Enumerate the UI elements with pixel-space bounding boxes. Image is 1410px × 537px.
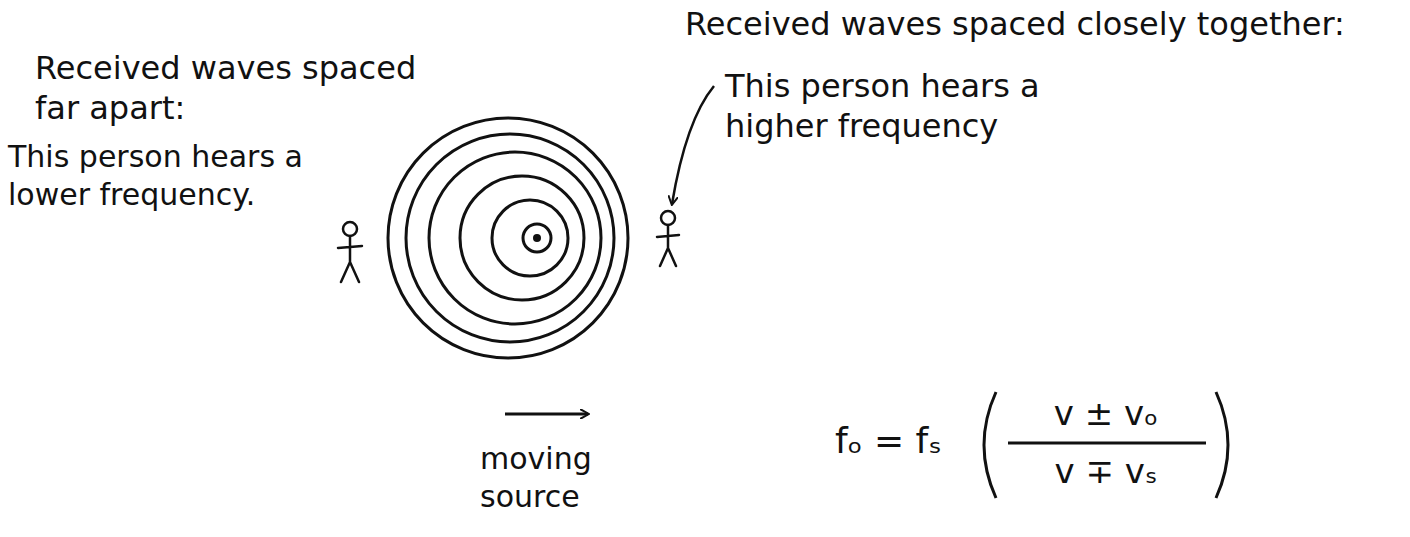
motion-arrow	[505, 413, 588, 416]
formula-denominator: v ∓ vₛ	[1000, 450, 1212, 493]
wave-front	[523, 224, 551, 252]
wave-front	[460, 176, 584, 300]
wave-front	[388, 118, 628, 358]
formula-text: fₒ = fₛ	[835, 418, 975, 463]
stick-figure	[338, 222, 362, 282]
note-text: This person hears a lower frequency.	[8, 138, 323, 213]
parenthesis	[1216, 392, 1228, 498]
wave-front	[492, 200, 568, 276]
formula-numerator: v ± vₒ	[1000, 392, 1212, 435]
stick-figure	[657, 211, 679, 266]
fraction-bar	[1008, 442, 1206, 445]
wave-front	[429, 152, 601, 324]
source-dot	[533, 234, 541, 242]
leader-arrow	[672, 86, 714, 204]
note-text: Received waves spaced far apart:	[35, 48, 435, 128]
wave-front	[406, 134, 614, 342]
wave-fronts	[388, 118, 628, 358]
parenthesis	[984, 392, 996, 498]
note-text: This person hears a higher frequency	[725, 66, 1065, 146]
motion-label: moving source	[480, 440, 610, 515]
note-text: Received waves spaced closely together:	[685, 4, 1400, 44]
